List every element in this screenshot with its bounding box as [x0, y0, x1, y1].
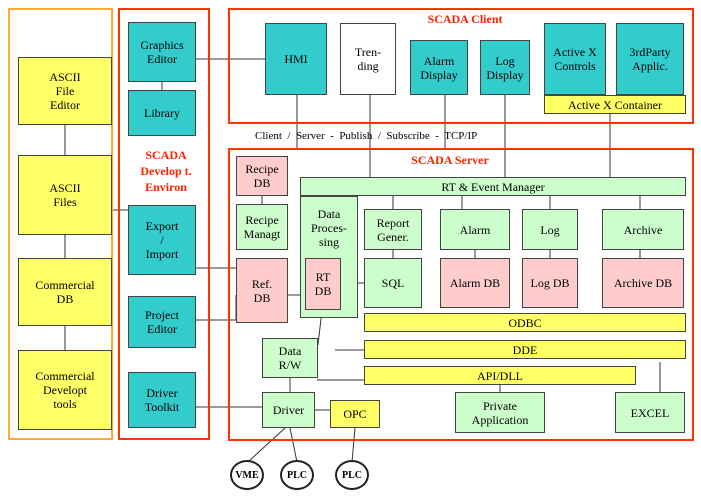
private-app-box: Private Application [455, 392, 545, 433]
driver-toolkit-box: Driver Toolkit [128, 372, 196, 428]
excel-box: EXCEL [615, 392, 685, 433]
dev-env-title: SCADA Develop t. Environ [140, 148, 192, 194]
rt-db-box: RT DB [305, 258, 341, 310]
alarm-display-box: Alarm Display [410, 40, 468, 95]
library-box: Library [128, 90, 196, 136]
alarm-box: Alarm [440, 209, 510, 250]
server-title: SCADA Server [411, 153, 489, 167]
plc-device-2: PLC [335, 460, 369, 490]
alarm-db-box: Alarm DB [440, 258, 510, 308]
protocol-label: Client / Server - Publish / Subscribe - … [255, 130, 478, 142]
ascii-file-editor-box: ASCII File Editor [18, 57, 112, 125]
dev-env-frame [118, 8, 210, 440]
hmi-box: HMI [265, 23, 327, 95]
archive-db-box: Archive DB [602, 258, 684, 308]
log-display-box: Log Display [480, 40, 530, 95]
odbc-box: ODBC [364, 313, 686, 332]
commercial-tools-box: Commercial Developt tools [18, 350, 112, 430]
sql-box: SQL [364, 258, 422, 308]
report-gener-box: Report Gener. [364, 209, 422, 250]
driver-box: Driver [262, 392, 315, 428]
commercial-db-box: Commercial DB [18, 258, 112, 326]
third-party-box: 3rdParty Applic. [616, 23, 684, 95]
log-db-box: Log DB [522, 258, 578, 308]
server-frame [228, 148, 694, 441]
export-import-box: Export / Import [128, 205, 196, 275]
ascii-files-box: ASCII Files [18, 155, 112, 235]
ref-db-box: Ref. DB [236, 258, 288, 323]
activex-controls-box: Active X Controls [544, 23, 606, 95]
rt-event-manager-box: RT & Event Manager [300, 177, 686, 196]
client-frame [228, 8, 694, 124]
plc-device-1: PLC [280, 460, 314, 490]
opc-box: OPC [330, 400, 380, 428]
data-rw-box: Data R/W [262, 338, 318, 378]
log-box: Log [522, 209, 578, 250]
activex-container-box: Active X Container [544, 95, 686, 114]
graphics-editor-box: Graphics Editor [128, 22, 196, 82]
project-editor-box: Project Editor [128, 296, 196, 348]
vme-device: VME [230, 460, 264, 490]
api-dll-box: API/DLL [364, 366, 636, 385]
client-title: SCADA Client [427, 12, 503, 26]
archive-box: Archive [602, 209, 684, 250]
recipe-managt-box: Recipe Managt [236, 204, 288, 250]
recipe-db-box: Recipe DB [236, 156, 288, 196]
left-panel-frame [8, 8, 113, 440]
trending-box: Tren- ding [340, 23, 396, 95]
dde-box: DDE [364, 340, 686, 359]
